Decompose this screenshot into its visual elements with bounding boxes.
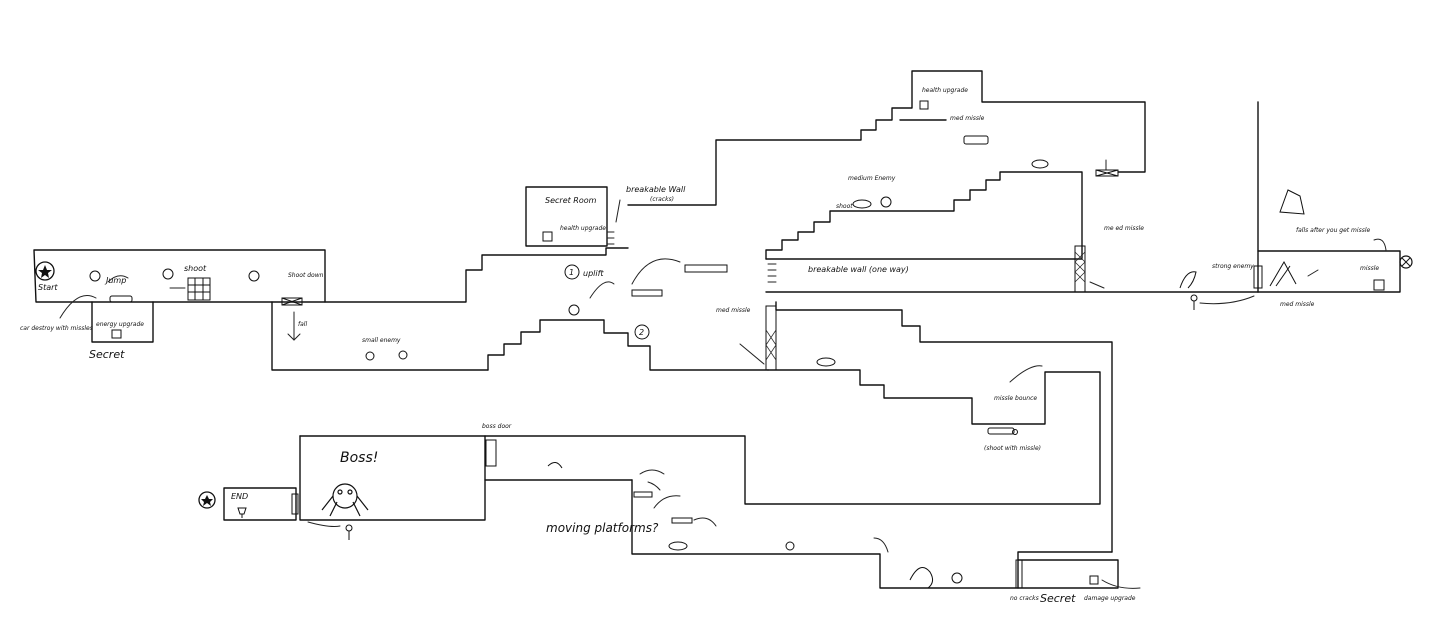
fall-label: fall [298,321,307,328]
boss-door-label: boss door [482,423,512,430]
upper-stairs [628,71,1145,259]
platforms [632,265,727,523]
medium-enemy-label: medium Enemy [848,175,896,182]
strong-enemy-label: strong enemy [1212,263,1254,270]
boss-label: Boss! [340,450,378,466]
med-missile-top-label: med missle [950,115,985,122]
small-enemy-label: small enemy [362,337,401,344]
small-enemy-icon [366,197,962,583]
number-one: 1 [569,268,574,277]
falls-after-label: falls after you get missle [1296,227,1370,234]
health-upgrade-label: health upgrade [560,225,606,232]
med-missile-below-label: med missle [1280,301,1315,308]
jump-label: Jump [104,276,126,285]
secret-bottom-label: Secret [1040,592,1076,605]
no-cracks-label: no cracks [1010,595,1039,602]
boss-room [224,436,632,520]
shoot-down-label: Shoot down [288,272,324,279]
shoot-label: shoot [184,264,207,273]
med-missile-right-label: me ed missle [1104,225,1144,232]
one-way-wall-marks [768,264,776,282]
start-icon [36,262,54,280]
med-missile-left-label: med missle [716,307,751,314]
shoot-with-missile-label: (shoot with missle) [984,445,1041,452]
uplift-label: uplift [583,269,604,278]
cracks-label: (cracks) [650,196,674,203]
breakable-floor-icon [282,170,1118,305]
goal-icon [1400,256,1412,268]
lower-steps [325,248,768,370]
health-upgrade-top-label: health upgrade [922,87,968,94]
descending-section [300,302,1112,552]
strong-enemy-icon [548,272,1196,588]
arrows [60,160,1386,588]
secret-room-label: Secret Room [545,196,597,205]
trophy-icon [238,508,246,518]
boss-door-icon [292,266,1262,514]
boss-creature-icon [322,484,368,516]
end-label: END [231,492,248,501]
shoot-small-label: shoot [836,203,853,210]
missile-bounce-label: missle bounce [994,395,1037,402]
middle-corridor [766,102,1258,292]
upgrade-box-icon [112,101,1384,584]
secret-label: Secret [89,348,125,361]
car-destroy-label: car destroy with missles [20,325,93,332]
damage-upgrade-label: damage upgrade [1084,595,1136,602]
start-label: Start [38,283,58,292]
bottom-path [632,480,1118,588]
energy-upgrade-label: energy upgrade [96,321,144,328]
key-icon [346,295,1197,540]
breakable-wall-one-way-label: breakable wall (one way) [808,265,909,274]
end-icon [199,492,215,508]
moving-platforms-label: moving platforms? [546,521,659,535]
crystal-icon [1270,190,1304,286]
missile-room-label: missle [1360,265,1379,272]
number-two: 2 [639,328,644,337]
medium-enemy-icon [669,160,1048,550]
breakable-wall-label: breakable Wall [626,185,686,194]
crate-icon [188,278,210,300]
